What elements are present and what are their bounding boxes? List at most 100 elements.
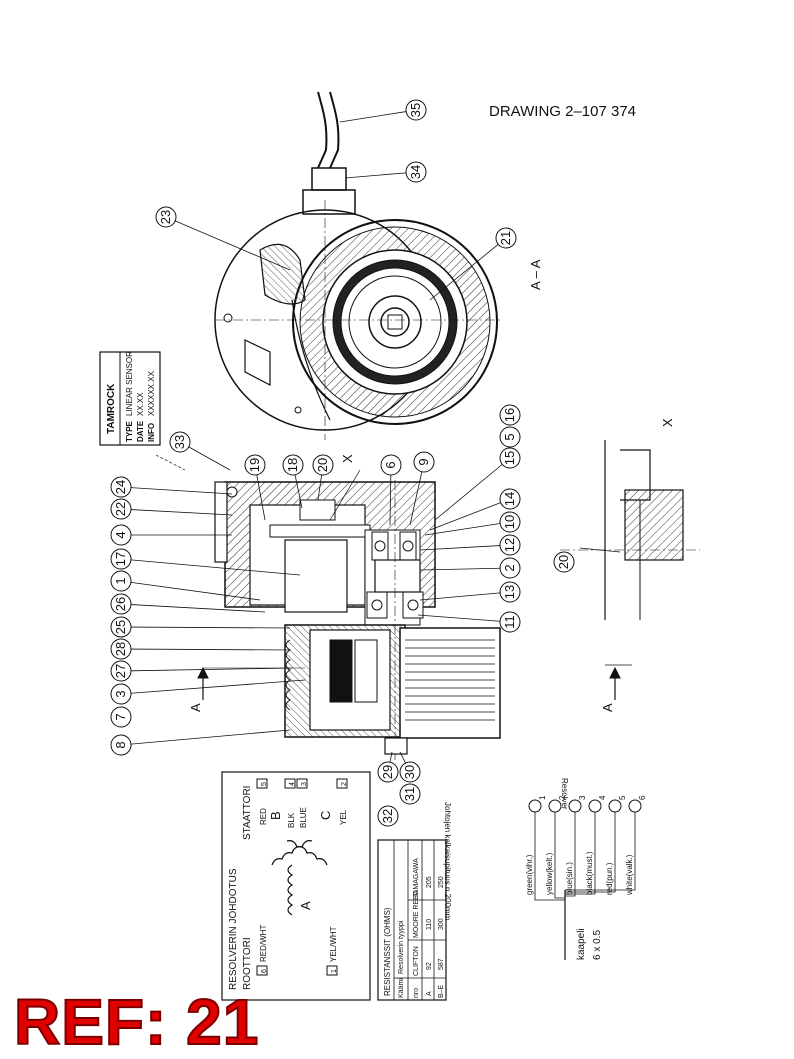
- callout-4: 4: [110, 524, 232, 546]
- leader-line: [429, 244, 499, 301]
- callout-number: 17: [113, 552, 128, 566]
- stator-terminal: 3: [301, 782, 308, 786]
- callout-number: 8: [113, 741, 128, 748]
- callout-circle: [499, 404, 521, 426]
- callout-circle: [110, 616, 132, 638]
- callout-number: 1: [113, 577, 128, 584]
- callout-circle: [110, 498, 132, 520]
- callout-number: 29: [380, 765, 395, 779]
- nameplate-brand: TAMROCK: [106, 383, 117, 434]
- resistance-table: RESISTANSSIT (OHMS) Käämi Resolverin tyy…: [377, 839, 447, 1001]
- leader-line: [175, 220, 291, 271]
- callout-14: 14: [429, 488, 521, 531]
- wiring-rotor: ROOTTORI: [242, 937, 253, 990]
- callout-circle: [553, 551, 575, 573]
- section-label: A – A: [528, 259, 543, 290]
- wire-line: [565, 812, 576, 897]
- callout-19: 19: [244, 454, 266, 521]
- table-header: CLIFTON: [413, 946, 420, 976]
- callout-12: 12: [419, 534, 521, 556]
- callout-17: 17: [110, 548, 301, 576]
- callout-15: 15: [434, 447, 521, 521]
- callout-number: 14: [502, 492, 517, 506]
- callout-number: 10: [502, 515, 517, 529]
- leader-line: [130, 581, 261, 601]
- leader-line: [130, 667, 293, 672]
- resolver-wires: 1green(vihr.)2yellow(kelt.)3blue(sin.)4b…: [525, 795, 647, 960]
- view-arrow-left-label: A: [188, 703, 203, 712]
- callout-number: 12: [502, 538, 517, 552]
- leader-line: [419, 545, 501, 551]
- table-cell: 110: [426, 919, 433, 930]
- callout-33: 33: [169, 431, 231, 471]
- wiring-stator: STAATTORI: [242, 786, 253, 840]
- stator-wire-label: BLK: [287, 812, 296, 828]
- callout-number: 20: [556, 555, 571, 569]
- callout-circle: [499, 488, 521, 510]
- callout-number: 16: [502, 408, 517, 422]
- wire-number: 5: [618, 795, 627, 800]
- callout-11: 11: [417, 611, 521, 633]
- wire-number: 6: [638, 795, 647, 800]
- callout-circle: [413, 451, 435, 473]
- callout-number: 7: [113, 713, 128, 720]
- wire-terminal: [528, 799, 542, 813]
- callout-circle: [110, 524, 132, 546]
- callout-circle: [110, 734, 132, 756]
- wire-terminal: [608, 799, 622, 813]
- callout-number: 22: [113, 502, 128, 516]
- wire-number: 1: [538, 795, 547, 800]
- callout-number: 31: [402, 787, 417, 801]
- callout-number: 5: [502, 433, 517, 440]
- leader-line: [130, 487, 233, 495]
- callout-circle: [495, 227, 517, 249]
- table-cell: 587: [438, 958, 445, 970]
- callout-circle: [377, 805, 399, 827]
- leader-line: [256, 474, 266, 521]
- callout-5: 5: [499, 426, 521, 448]
- callout-18: 18: [282, 454, 304, 509]
- callout-circle: [155, 206, 177, 228]
- nameplate-key: DATE: [136, 420, 145, 442]
- wire-color-label: white(valk.): [625, 854, 634, 896]
- callout-9: 9: [409, 451, 435, 526]
- leader-line: [417, 614, 501, 622]
- wire-line: [534, 812, 565, 901]
- callout-22: 22: [110, 498, 233, 520]
- cable-label: kaapeli: [576, 928, 587, 960]
- table-header: Käämi: [398, 978, 405, 998]
- leader-line: [130, 729, 291, 745]
- leader-line: [130, 559, 301, 576]
- callout-number: 21: [498, 231, 513, 245]
- callout-21: 21: [429, 227, 517, 301]
- table-cell: 92: [426, 962, 433, 970]
- wire-terminal: [588, 799, 602, 813]
- callout-number: 32: [380, 809, 395, 823]
- ref-label: REF: 21: [13, 985, 260, 1059]
- table-cell: B–E: [438, 984, 445, 998]
- leader-line: [188, 446, 231, 471]
- stator-terminal: 4: [289, 782, 296, 786]
- leader-line: [419, 567, 501, 571]
- callout-6: 6: [380, 454, 402, 526]
- callout-1: 1: [110, 570, 261, 601]
- leader-line: [130, 648, 291, 651]
- drawing-title: DRAWING 2–107 374: [489, 103, 637, 120]
- wire-number: 4: [598, 795, 607, 800]
- nameplate-value: XXXXXX.XX: [147, 370, 156, 416]
- stator-wire-label: BLUE: [299, 807, 308, 828]
- callout-circle: [110, 683, 132, 705]
- wire-line: [554, 812, 565, 899]
- callout-circle: [110, 476, 132, 498]
- leader-line: [429, 502, 501, 531]
- callout-circle: [110, 570, 132, 592]
- callout-8: 8: [110, 729, 291, 756]
- callout-circle: [377, 761, 399, 783]
- leader-line: [294, 474, 303, 509]
- callout-number: 34: [408, 165, 423, 179]
- callout-circle: [282, 454, 304, 476]
- stator-wire-label: RED: [259, 808, 268, 825]
- callout-number: 25: [113, 620, 128, 634]
